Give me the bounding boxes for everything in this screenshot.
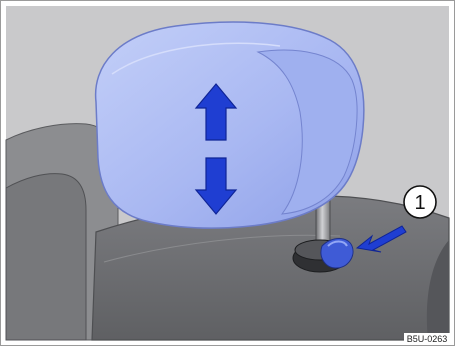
callout-number: 1 — [414, 192, 425, 214]
release-button — [321, 239, 353, 269]
seat-shoulder-left-inner — [6, 174, 86, 340]
reference-code: B5U-0263 — [407, 334, 448, 344]
